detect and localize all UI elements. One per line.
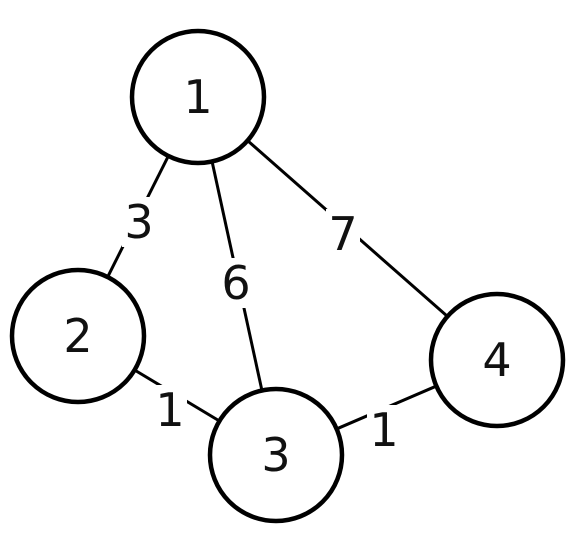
- node-circle: [207, 386, 345, 524]
- node-circle: [129, 28, 267, 166]
- edge-label-background: [122, 197, 156, 247]
- edge-weight-1-3: 6: [221, 256, 250, 310]
- edge-label-background: [219, 258, 253, 308]
- node-3: 3: [207, 386, 345, 524]
- node-label: 4: [482, 333, 511, 387]
- nodes-layer: 1 2 3 4: [9, 28, 566, 524]
- edge-label-background: [153, 385, 187, 435]
- edge-label-background: [367, 405, 401, 455]
- node-2: 2: [9, 267, 147, 405]
- node-4: 4: [428, 291, 566, 429]
- edge-label-background: [326, 209, 360, 259]
- node-1: 1: [129, 28, 267, 166]
- node-label: 2: [63, 309, 92, 363]
- edge-weight-2-3: 1: [155, 383, 184, 437]
- edge-weight-3-4: 1: [369, 403, 398, 457]
- edge-weight-1-2: 3: [124, 195, 153, 249]
- edges-layer: 3 6 7 1 1: [106, 139, 449, 457]
- node-circle: [428, 291, 566, 429]
- node-circle: [9, 267, 147, 405]
- node-label: 1: [183, 70, 212, 124]
- node-label: 3: [261, 428, 290, 482]
- edge-weight-1-4: 7: [328, 207, 357, 261]
